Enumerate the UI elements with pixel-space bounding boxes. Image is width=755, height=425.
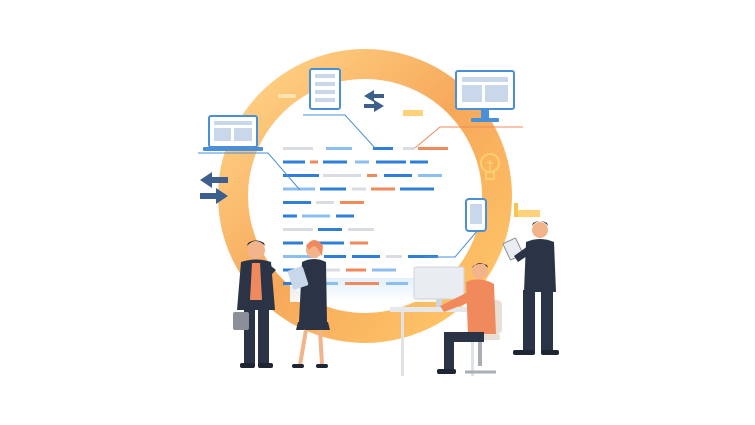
arrows-swap-icon [364, 90, 384, 112]
code-line-segment [324, 255, 346, 258]
code-line-segment [348, 228, 374, 231]
code-line-segment [283, 241, 303, 245]
orange-ring [218, 49, 512, 343]
desk [390, 307, 482, 376]
code-line-segment [386, 282, 408, 285]
code-line-segment [418, 174, 442, 177]
laptop-icon [203, 115, 263, 151]
code-line-segment [367, 174, 377, 177]
code-line-segment [310, 160, 318, 164]
code-line-segment [310, 241, 344, 245]
code-line-segment [403, 147, 415, 150]
code-line-segment [318, 228, 342, 231]
code-line-segment [336, 214, 354, 218]
code-line-segment [355, 160, 369, 164]
code-line-segment [346, 268, 366, 272]
man-desk-computer [437, 263, 496, 374]
code-line-segment [283, 201, 311, 204]
code-line-segment [352, 255, 380, 258]
code-line-segment [283, 160, 305, 164]
code-line-segment [283, 255, 317, 258]
code-line-segment [320, 187, 346, 191]
code-line-segment [410, 160, 428, 164]
code-line-segment [323, 160, 347, 164]
man-reading-document [502, 221, 559, 355]
code-line-segment [316, 201, 334, 204]
code-line-segment [318, 282, 338, 285]
code-line-segment [418, 147, 448, 150]
woman-tablet [287, 240, 330, 368]
code-line-segment [400, 187, 434, 191]
lightbulb-icon [480, 153, 500, 180]
man-phone-briefcase [233, 240, 276, 368]
document-icon [309, 68, 341, 110]
code-line-segment [302, 214, 330, 218]
code-line-segment [340, 201, 364, 204]
code-line-segment [345, 282, 379, 285]
code-line-segment [373, 147, 393, 150]
code-line-segment [283, 147, 313, 150]
code-line-segment [371, 187, 395, 191]
arrows-swap-icon-left [200, 172, 228, 204]
code-line-segment [386, 255, 402, 258]
sticky-note-icon [403, 110, 540, 217]
phone-icon [465, 198, 487, 232]
code-line-segment [384, 174, 412, 177]
desk-monitor [413, 266, 465, 307]
code-line-segment [323, 174, 361, 177]
code-line-segment [283, 228, 313, 231]
code-line-segment [408, 255, 438, 258]
code-line-segment [283, 174, 319, 177]
decor-bar [278, 94, 296, 98]
code-line-segment [376, 160, 406, 164]
code-line-segment [350, 241, 368, 245]
monitor-icon [455, 70, 515, 122]
code-line-segment [352, 187, 366, 191]
code-line-segment [372, 268, 396, 272]
connector-lines [198, 114, 523, 258]
code-line-segment [283, 214, 297, 218]
code-line-segment [326, 147, 352, 150]
